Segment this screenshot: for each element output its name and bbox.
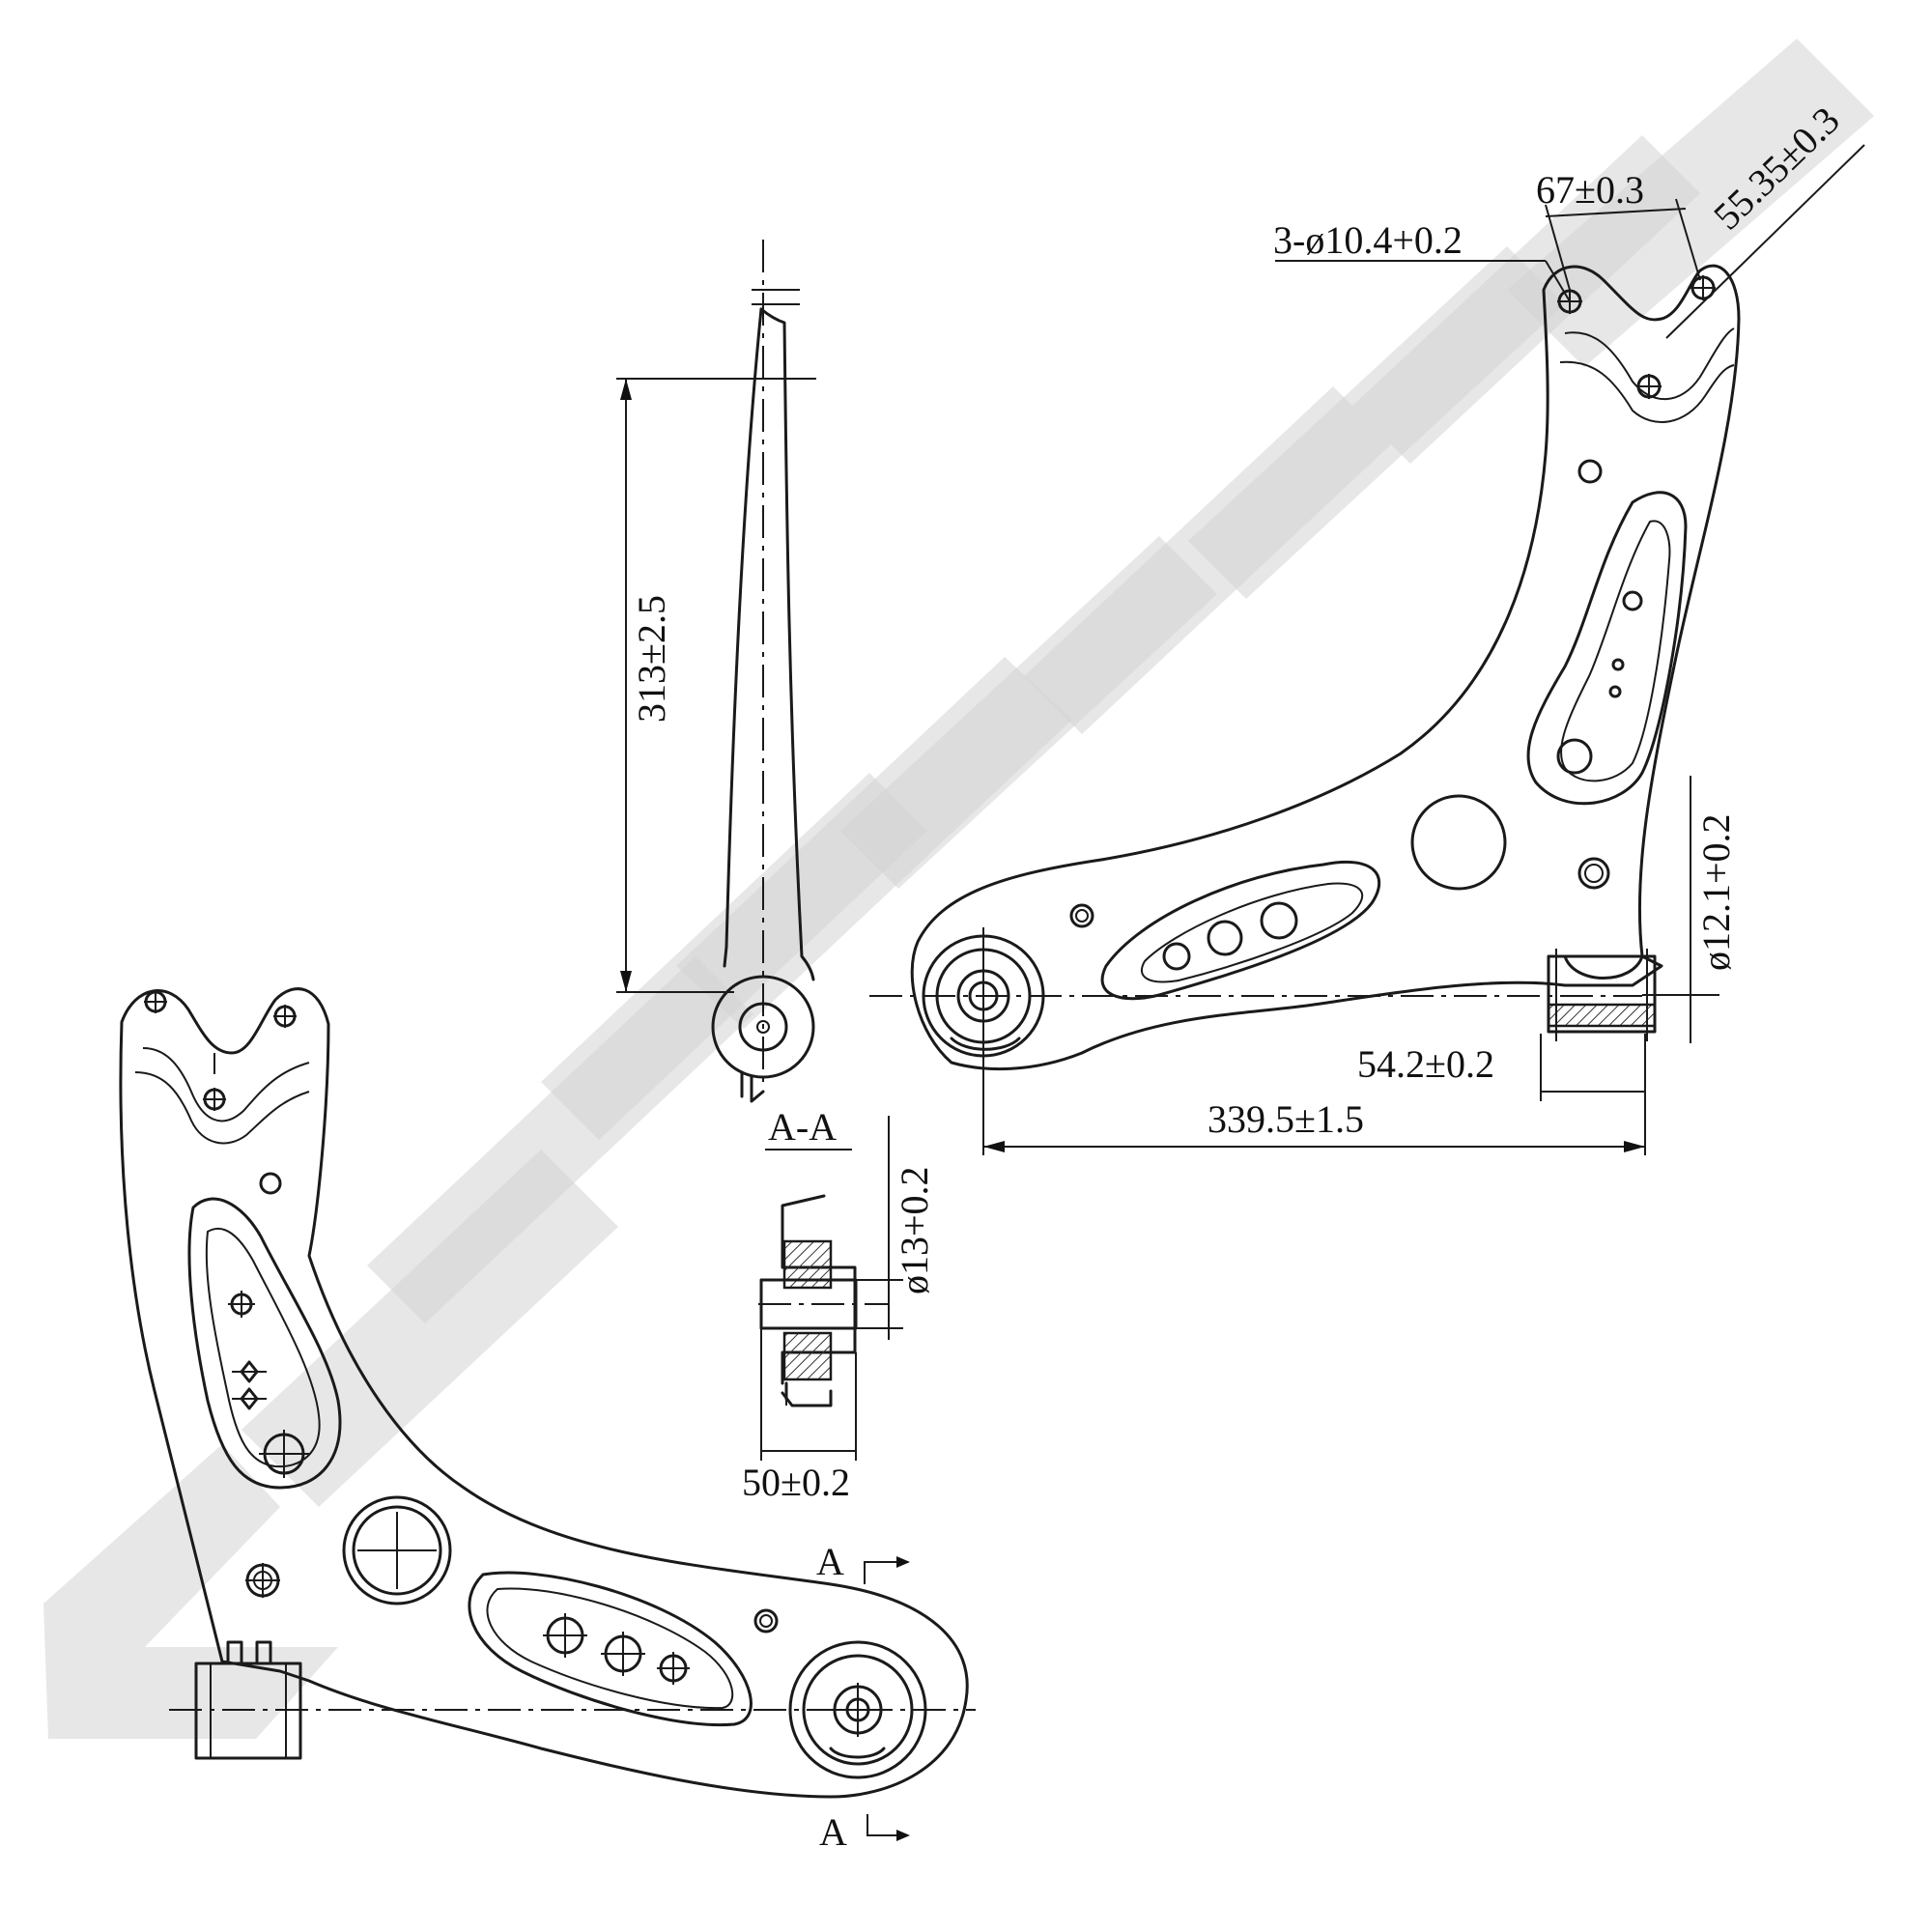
- dimension-section-width: 50±0.2: [742, 1328, 857, 1504]
- plan-view-bottom: [119, 987, 976, 1799]
- plan-view-top: [869, 264, 1741, 1072]
- section-title: A-A: [768, 1105, 837, 1149]
- dimension-vertical-length: 313±2.5: [616, 378, 816, 993]
- dimension-hole-pattern: 3-ø10.4+0.2: [1273, 218, 1571, 302]
- dim-bushing-offset-label: 54.2±0.2: [1357, 1042, 1494, 1086]
- dimension-rear-bushing: ø12.1+0.2: [1642, 776, 1738, 1043]
- dim-hole-pattern-label: 3-ø10.4+0.2: [1273, 218, 1463, 262]
- dimension-overall-length: 339.5±1.5: [982, 1063, 1645, 1155]
- dimension-section-bore: ø13+0.2: [850, 1116, 936, 1340]
- section-marker-top-label: A: [816, 1540, 844, 1583]
- section-a-a: A-A: [758, 1105, 889, 1407]
- dimension-hole-spacing: 67±0.3: [1536, 168, 1701, 291]
- dim-section-bore-label: ø13+0.2: [893, 1166, 936, 1294]
- section-marker-bottom: A: [819, 1810, 910, 1854]
- dim-hole-spacing-label: 67±0.3: [1536, 168, 1644, 212]
- dim-overall-length-label: 339.5±1.5: [1208, 1097, 1364, 1141]
- dimension-bushing-offset: 54.2±0.2: [1357, 1034, 1646, 1155]
- dim-vertical-length-label: 313±2.5: [630, 595, 673, 723]
- dim-rear-bushing-label: ø12.1+0.2: [1694, 813, 1738, 971]
- section-marker-bottom-label: A: [819, 1810, 847, 1854]
- side-view: [711, 240, 815, 1103]
- watermark: [43, 39, 1874, 1739]
- dim-section-width-label: 50±0.2: [742, 1461, 850, 1504]
- section-marker-top: A: [816, 1540, 910, 1584]
